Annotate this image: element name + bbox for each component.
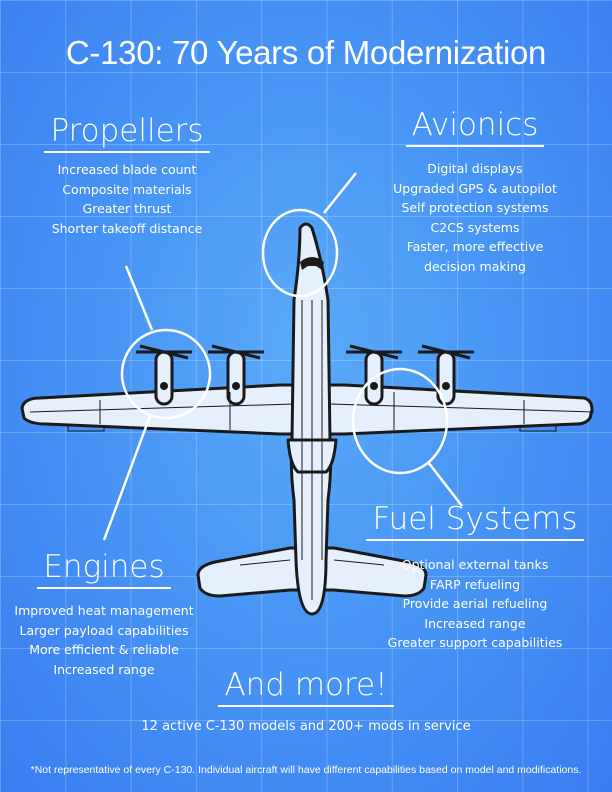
list-item: Increased blade count — [57, 162, 197, 177]
avionics-section: Avionics Digital displays Upgraded GPS &… — [370, 106, 580, 276]
list-item: Upgraded GPS & autopilot — [393, 180, 557, 196]
footnote: *Not representative of every C-130. Indi… — [30, 764, 582, 776]
list-item: Increased range — [424, 615, 526, 631]
fuel-systems-heading: Fuel Systems — [366, 500, 584, 541]
engines-list: Improved heat management Larger payload … — [14, 601, 193, 679]
and-more-heading: And more! — [218, 666, 394, 707]
propellers-heading: Propellers — [44, 112, 210, 153]
fuel-systems-list: Optional external tanks FARP refueling P… — [388, 555, 563, 653]
engines-section: Engines Improved heat management Larger … — [4, 548, 204, 679]
list-item: Shorter takeoff distance — [51, 220, 203, 236]
list-item: Self protection systems — [401, 200, 549, 215]
engines-callout-line — [102, 415, 152, 541]
list-item: Provide aerial refueling — [402, 596, 548, 611]
fuel-callout-circle — [351, 367, 449, 475]
list-item: Greater support capabilities — [387, 635, 563, 650]
propellers-callout-circle — [120, 328, 212, 420]
page-title: C-130: 70 Years of Modernization — [65, 34, 547, 71]
and-more-text: 12 active C-130 models and 200+ mods in … — [141, 719, 471, 734]
avionics-callout-line — [323, 172, 357, 214]
list-item: Larger payload capabilities — [19, 622, 189, 638]
list-item: Greater thrust — [82, 201, 172, 216]
list-item: Faster, more effective — [406, 239, 544, 254]
avionics-callout-circle — [261, 208, 339, 298]
fuel-systems-section: Fuel Systems Optional external tanks FAR… — [340, 500, 610, 653]
fuel-callout-line — [427, 461, 463, 507]
list-item: Composite materials — [62, 181, 192, 197]
cockpit-windows — [160, 257, 450, 390]
list-item: decision making — [424, 258, 526, 274]
list-item: FARP refueling — [429, 576, 521, 592]
propellers — [136, 344, 474, 360]
list-item: Increased range — [53, 661, 155, 677]
list-item: Digital displays — [427, 161, 523, 176]
propellers-section: Propellers Increased blade count Composi… — [22, 112, 232, 238]
propellers-list: Increased blade count Composite material… — [52, 160, 203, 238]
list-item: C2CS systems — [430, 219, 520, 235]
and-more-section: And more! 12 active C-130 models and 200… — [0, 666, 612, 737]
propellers-callout-line — [124, 265, 154, 331]
list-item: Improved heat management — [14, 603, 194, 618]
avionics-heading: Avionics — [405, 106, 545, 147]
fuselage — [289, 222, 333, 616]
avionics-list: Digital displays Upgraded GPS & autopilo… — [393, 159, 557, 276]
engines-heading: Engines — [37, 548, 171, 589]
list-item: More efficient & reliable — [29, 642, 179, 657]
list-item: Optional external tanks — [401, 557, 549, 572]
engine-nacelles — [154, 350, 456, 406]
